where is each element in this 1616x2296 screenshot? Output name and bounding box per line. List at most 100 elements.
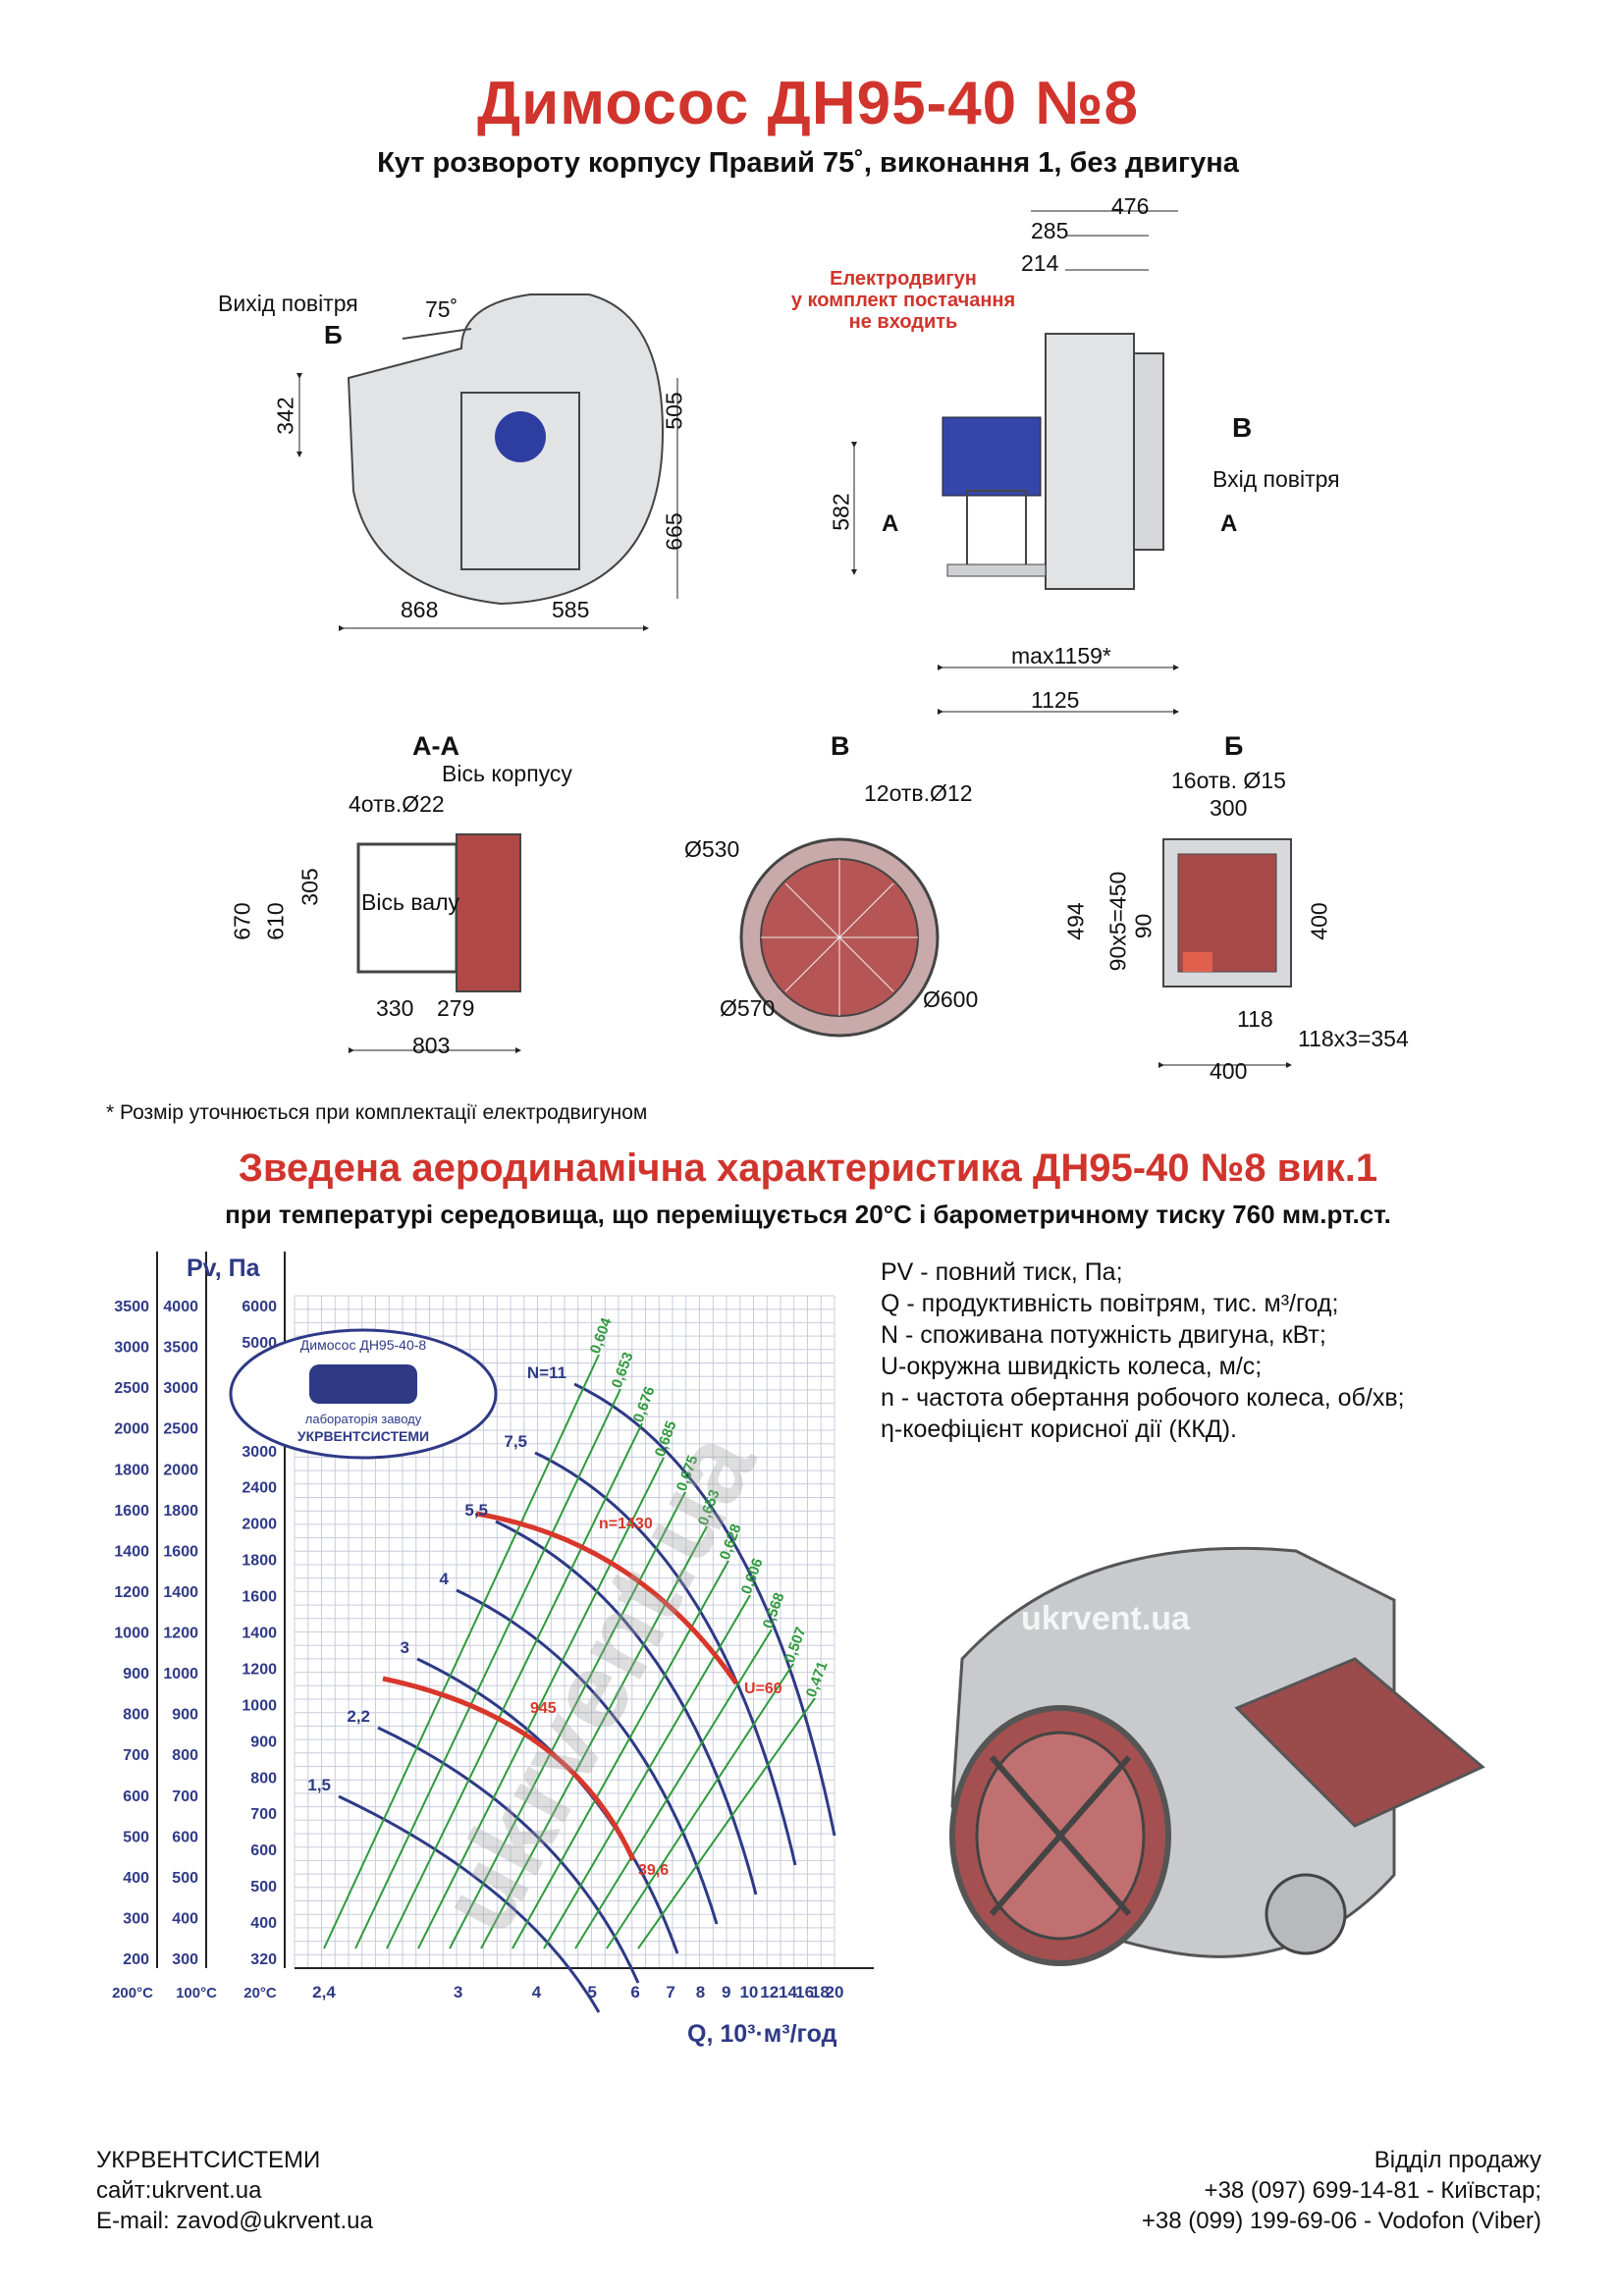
- y-tick-label: 1600: [114, 1503, 149, 1520]
- dim-670: 670: [229, 902, 255, 940]
- power-label: N=11: [527, 1363, 566, 1382]
- y-tick-label: 320: [250, 1951, 277, 1968]
- aero-title: Зведена аеродинамічна характеристика ДН9…: [238, 1147, 1378, 1190]
- stamp-middle: лабораторія заводу: [305, 1412, 422, 1426]
- fan-watermark: ukrvent.ua: [1021, 1600, 1191, 1637]
- dim-400-bottom: 400: [1210, 1058, 1248, 1084]
- inlet-label: Вхід повітря: [1212, 466, 1340, 492]
- y-tick-label: 4000: [163, 1299, 198, 1315]
- footer-site[interactable]: сайт:ukrvent.ua: [96, 2177, 262, 2204]
- y-tick-label: 1600: [163, 1543, 198, 1560]
- chart-curves: [323, 1354, 836, 2013]
- holes-aa: 4отв.Ø22: [349, 791, 445, 817]
- x-tick-label: 2,4: [312, 1983, 336, 2002]
- legend: PV - повний тиск, Па; Q - продуктивність…: [881, 1256, 1405, 1445]
- efficiency-line: [354, 1388, 621, 1949]
- chart-xlabel: Q, 10³·м³/год: [687, 2020, 837, 2048]
- dim-300: 300: [1210, 795, 1248, 821]
- y-tick-label: 1400: [242, 1626, 277, 1642]
- efficiency-line: [637, 1697, 816, 1949]
- y-tick-label: 2400: [242, 1480, 277, 1497]
- chart-ylabel: Pv, Па: [187, 1255, 261, 1282]
- axis-body-label: Вісь корпусу: [442, 761, 572, 786]
- footer-phone2[interactable]: +38 (099) 199-69-06 - Vodofon (Viber): [1141, 2208, 1541, 2234]
- outlet-label: Вихід повітря: [218, 291, 358, 316]
- y-tick-label: 1200: [114, 1584, 149, 1601]
- dim-d530: Ø530: [684, 836, 740, 862]
- y-tick-label: 600: [123, 1789, 149, 1805]
- x-tick-label: 16: [795, 1983, 814, 2002]
- x-tick-label: 5: [587, 1983, 596, 2002]
- efficiency-line: [386, 1422, 643, 1949]
- y-tick-label: 1600: [242, 1589, 277, 1606]
- dim-90x5: 90x5=450: [1104, 871, 1131, 972]
- legend-item: U-окружна швидкість колеса, м/с;: [881, 1353, 1263, 1380]
- aero-chart: 3500300025002000180016001400120010009008…: [112, 1252, 874, 2048]
- dim-285: 285: [1031, 218, 1069, 243]
- dim-305: 305: [296, 868, 323, 906]
- footnote: * Розмір уточнюється при комплектації ел…: [106, 1101, 648, 1124]
- power-curve: [456, 1588, 719, 1925]
- y-tick-label: 6000: [242, 1299, 277, 1315]
- letter-v: В: [1232, 412, 1253, 443]
- efficiency-line: [480, 1525, 708, 1949]
- y-tick-label: 600: [250, 1842, 277, 1859]
- lab-stamp: Димосос ДН95-40-8 лабораторія заводу УКР…: [229, 1328, 498, 1460]
- y-tick-label: 400: [172, 1910, 198, 1927]
- footer-sales: Відділ продажу: [1374, 2147, 1541, 2173]
- legend-item: η-коефіцієнт корисної дії (ККД).: [881, 1415, 1237, 1443]
- efficiency-line: [574, 1629, 773, 1949]
- x-tick-label: 9: [722, 1983, 730, 2002]
- power-curve: [338, 1794, 601, 2013]
- y-tick-label: 5000: [242, 1335, 277, 1352]
- y-tick-label: 300: [123, 1910, 149, 1927]
- letter-a-left: А: [882, 510, 899, 537]
- dim-803: 803: [412, 1033, 451, 1058]
- speed-curve-945: [382, 1676, 636, 1862]
- power-label: 5,5: [464, 1501, 488, 1520]
- y-tick-label: 900: [123, 1666, 149, 1682]
- power-label: 1,5: [307, 1776, 331, 1794]
- y-tick-label: 800: [123, 1707, 149, 1724]
- letter-b: Б: [324, 320, 343, 349]
- temperature-label: 100°С: [176, 1985, 217, 2002]
- dim-d570: Ø570: [720, 995, 776, 1021]
- page-title: Димосос ДН95-40 №8: [477, 70, 1139, 137]
- holes-v: 12отв.Ø12: [864, 780, 973, 806]
- footer-phone1[interactable]: +38 (097) 699-14-81 - Київстар;: [1204, 2177, 1541, 2204]
- letter-a-right: А: [1220, 510, 1238, 537]
- footer-email[interactable]: E-mail: zavod@ukrvent.ua: [96, 2208, 373, 2234]
- y-tick-label: 3500: [163, 1340, 198, 1357]
- page-subtitle: Кут розвороту корпусу Правий 75˚, викона…: [377, 147, 1239, 179]
- dim-118x3: 118x3=354: [1298, 1026, 1409, 1051]
- dim-214: 214: [1021, 250, 1059, 276]
- y-tick-label: 1000: [114, 1626, 149, 1642]
- dim-582: 582: [828, 493, 854, 531]
- footer-right: Відділ продажу +38 (097) 699-14-81 - Киї…: [1142, 2145, 1541, 2236]
- y-tick-label: 400: [123, 1870, 149, 1887]
- y-tick-label: 2000: [242, 1517, 277, 1533]
- dim-505: 505: [661, 392, 687, 430]
- y-tick-label: 1400: [163, 1584, 198, 1601]
- y-tick-label: 3000: [114, 1340, 149, 1357]
- x-tick-label: 10: [739, 1983, 758, 2002]
- legend-item: N - споживана потужність двигуна, кВт;: [881, 1321, 1326, 1349]
- efficiency-label: 0,653: [609, 1350, 637, 1390]
- x-tick-label: 7: [666, 1983, 674, 2002]
- y-tick-label: 2500: [114, 1380, 149, 1397]
- dim-118: 118: [1237, 1006, 1273, 1032]
- x-tick-label: 20: [826, 1983, 844, 2002]
- y-tick-label: 700: [123, 1747, 149, 1764]
- dim-330: 330: [376, 995, 414, 1021]
- dim-d600: Ø600: [923, 987, 979, 1012]
- section-v-drawing: [739, 837, 940, 1038]
- y-tick-label: 500: [123, 1829, 149, 1845]
- axis-shaft-label: Вісь валу: [361, 889, 459, 915]
- power-curve: [377, 1726, 640, 1984]
- y-tick-label: 2000: [163, 1462, 198, 1478]
- legend-item: Q - продуктивність повітрям, тис. м³/год…: [881, 1290, 1339, 1317]
- dim-665: 665: [661, 512, 687, 551]
- efficiency-line: [417, 1457, 665, 1949]
- x-tick-label: 4: [532, 1983, 542, 2002]
- x-tick-label: 18: [811, 1983, 830, 2002]
